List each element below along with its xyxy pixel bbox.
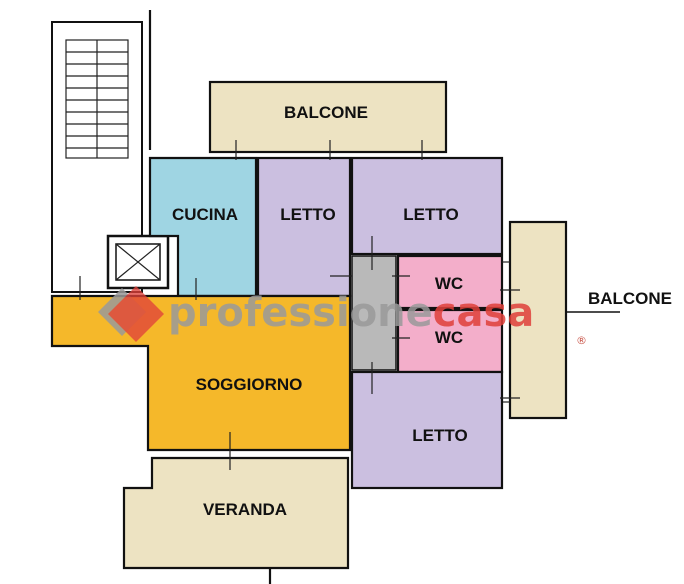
room-balcone-top	[208, 80, 448, 154]
watermark-brand-part2: casa	[433, 290, 535, 336]
label-wc-1: WC	[435, 274, 463, 293]
room-wc-1	[396, 254, 504, 310]
label-wc-2: WC	[435, 328, 463, 347]
room-letto-2	[350, 156, 504, 256]
label-soggiorno: SOGGIORNO	[196, 375, 303, 394]
watermark: professionecasa ®	[98, 286, 587, 347]
room-letto-3	[350, 370, 504, 490]
watermark-brand-part1: professione	[168, 290, 433, 336]
label-cucina: CUCINA	[172, 205, 238, 224]
corridor	[351, 255, 397, 371]
label-letto-3: LETTO	[412, 426, 467, 445]
label-balcone-top: BALCONE	[284, 103, 368, 122]
room-balcone-right	[508, 220, 568, 420]
stairwell	[51, 10, 152, 293]
label-letto-1: LETTO	[280, 205, 335, 224]
room-veranda	[122, 456, 350, 570]
elevator	[106, 234, 170, 290]
door-marks	[79, 140, 520, 470]
label-balcone-right: BALCONE	[588, 289, 672, 308]
room-soggiorno	[50, 294, 352, 452]
label-letto-2: LETTO	[403, 205, 458, 224]
svg-text:professionecasa: professionecasa	[168, 290, 534, 336]
label-veranda: VERANDA	[203, 500, 287, 519]
room-letto-1	[256, 156, 352, 298]
watermark-registered: ®	[576, 334, 587, 347]
room-wc-2	[396, 308, 504, 374]
